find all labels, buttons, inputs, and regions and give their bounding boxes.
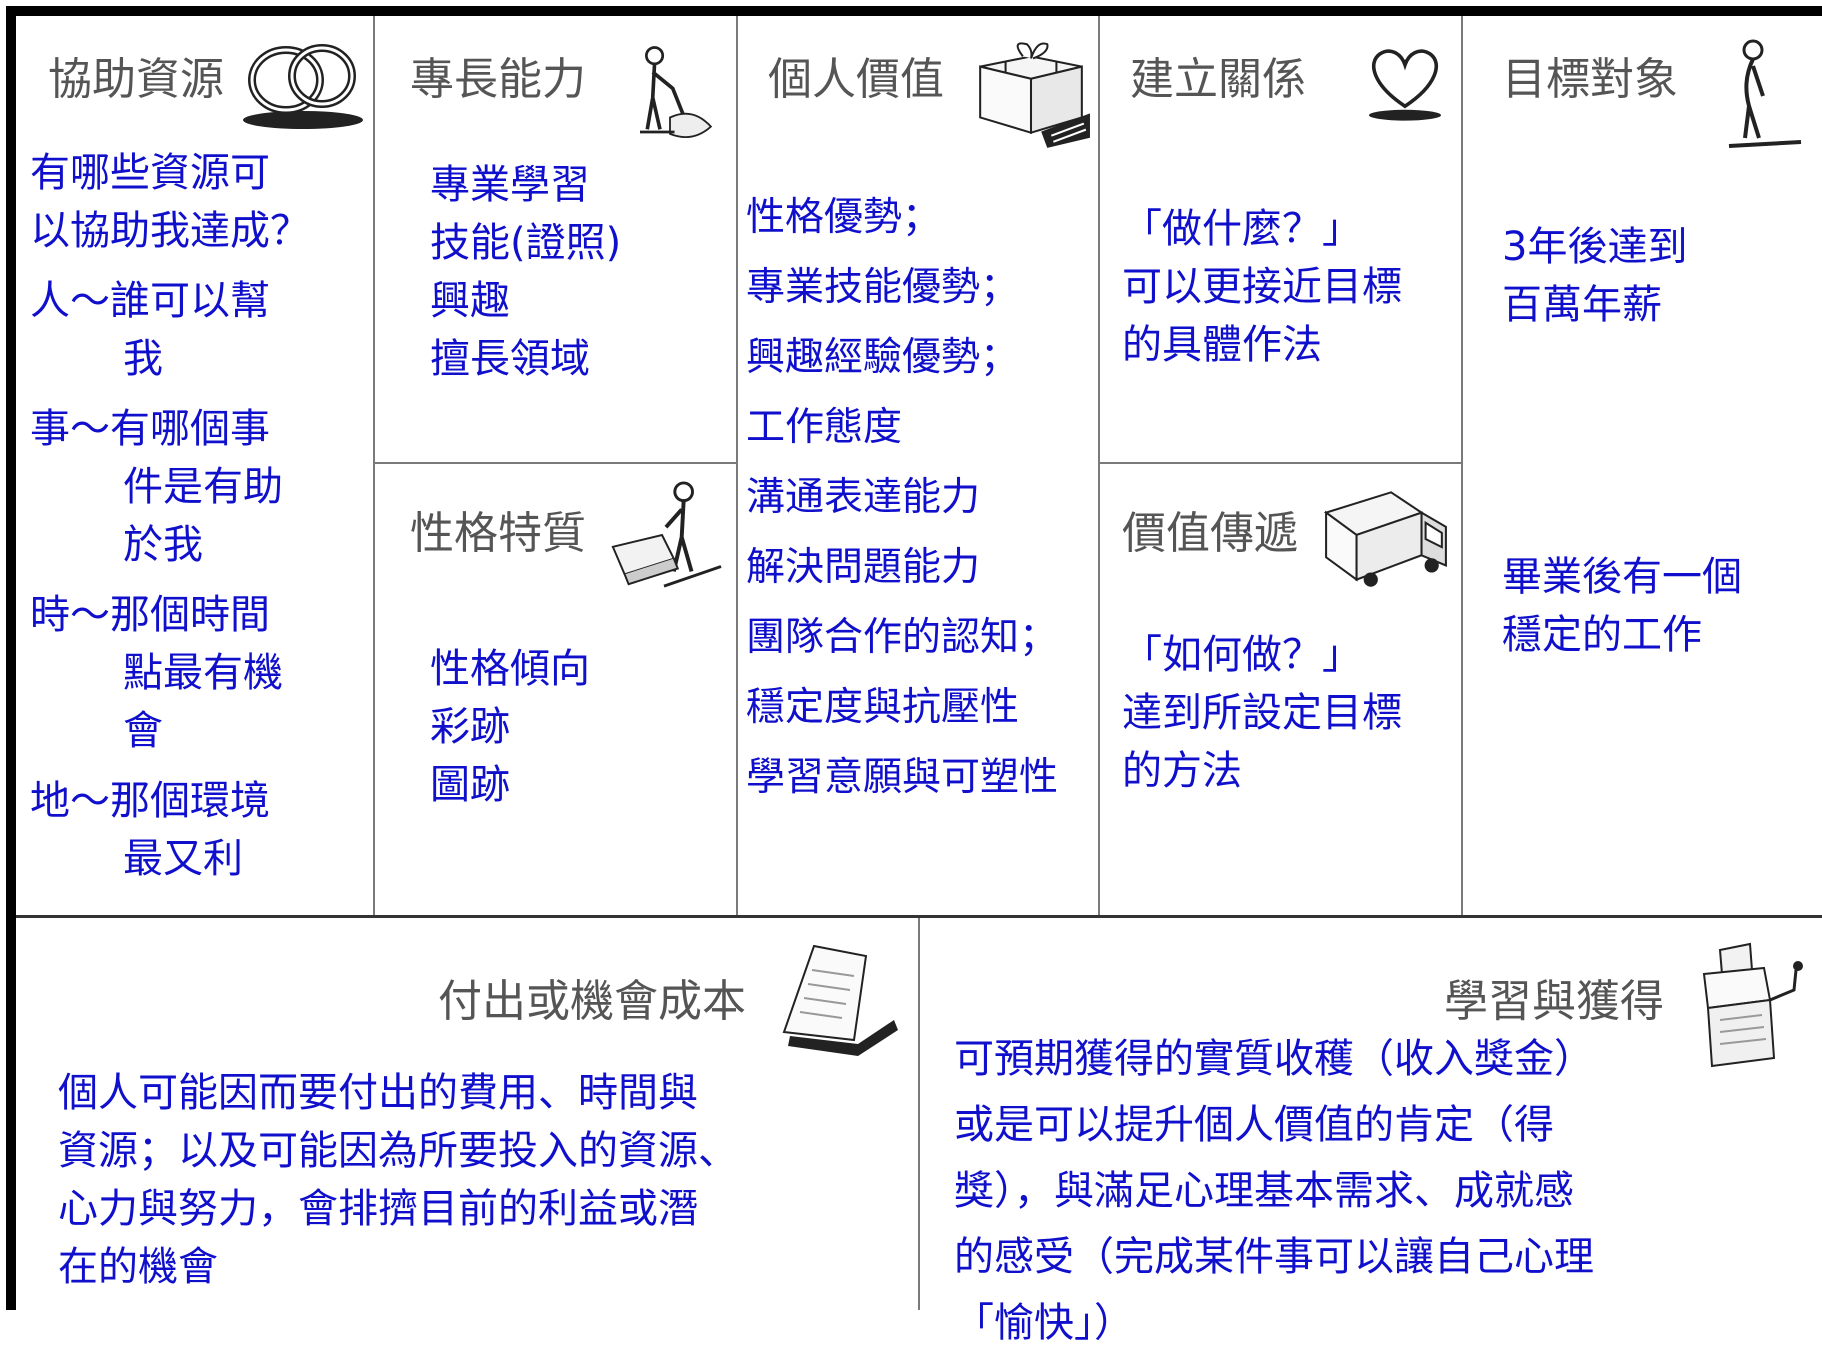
- list-item: 性格傾向: [430, 646, 590, 692]
- divider: [1461, 16, 1463, 916]
- list-item: 彩跡: [430, 704, 510, 750]
- list-item: 專業技能優勢；: [746, 265, 1020, 310]
- key-activities-title: 專長能力: [410, 54, 586, 105]
- text-line: 3年後達到: [1502, 224, 1688, 270]
- divider: [16, 915, 1822, 918]
- channels-text: 「如何做？」 達到所設定目標 的方法: [1122, 626, 1402, 800]
- divider: [736, 16, 738, 916]
- text-line: 地～那個環境: [30, 778, 270, 824]
- list-item: 工作態度: [746, 405, 903, 450]
- text-line: 穩定的工作: [1502, 612, 1702, 658]
- cost-title: 付出或機會成本: [438, 976, 746, 1027]
- revenue-text: 可預期獲得的實質收穫（收入獎金） 或是可以提升個人價值的肯定（得 獎），與滿足心…: [954, 1026, 1594, 1356]
- person-with-cart-icon: [611, 481, 722, 588]
- list-item: 圖跡: [430, 762, 510, 808]
- list-item: 技能(證照): [430, 220, 622, 266]
- key-resources-title: 協助資源: [48, 54, 224, 105]
- text-line: 獎），與滿足心理基本需求、成就感: [954, 1168, 1574, 1214]
- customer-segments-title: 目標對象: [1502, 54, 1678, 105]
- text-line: 點最有機: [123, 650, 283, 696]
- key-resources-text: 有哪些資源可 以協助我達成？ 人～誰可以幫 我 事～有哪個事 件是有助 於我 時…: [30, 144, 310, 888]
- text-line: 事～有哪個事: [30, 406, 270, 452]
- list-item: 穩定度與抗壓性: [746, 685, 1020, 730]
- list-item: 解決問題能力: [746, 545, 981, 590]
- document-pages-icon: [782, 944, 898, 1056]
- cash-register-icon: [1702, 942, 1803, 1068]
- text-line: 最又利: [123, 836, 243, 882]
- text-line: 有哪些資源可: [30, 150, 270, 196]
- divider: [918, 916, 920, 1310]
- text-line: 人～誰可以幫: [30, 278, 270, 324]
- text-line: 畢業後有一個: [1502, 554, 1742, 600]
- standing-person-icon: [1728, 39, 1802, 148]
- person-mopping-icon: [640, 46, 713, 139]
- channels-title: 價值傳遞: [1122, 508, 1298, 559]
- personality-title: 性格特質: [410, 508, 586, 559]
- text-line: 的方法: [1122, 748, 1242, 794]
- key-activities-list: 專業學習 技能(證照) 興趣 擅長領域: [430, 156, 621, 388]
- relationships-text: 「做什麼？」 可以更接近目標 的具體作法: [1122, 200, 1402, 374]
- list-item: 興趣: [430, 278, 510, 324]
- text-line: 百萬年薪: [1502, 282, 1662, 328]
- text-line: 「愉快」）: [954, 1300, 1134, 1346]
- text-line: 個人可能因而要付出的費用、時間與: [58, 1070, 698, 1116]
- text-line: 我: [123, 336, 163, 382]
- text-line: 可以更接近目標: [1122, 264, 1402, 310]
- cost-text: 個人可能因而要付出的費用、時間與 資源；以及可能因為所要投入的資源、 心力與努力…: [58, 1064, 738, 1296]
- text-line: 時～那個時間: [30, 592, 270, 638]
- list-item: 團隊合作的認知；: [746, 615, 1059, 660]
- text-line: 在的機會: [58, 1244, 218, 1290]
- list-item: 興趣經驗優勢；: [746, 335, 1020, 380]
- text-line: 以協助我達成？: [30, 208, 310, 254]
- text-line: 可預期獲得的實質收穫（收入獎金）: [954, 1036, 1594, 1082]
- text-line: 「如何做？」: [1122, 632, 1362, 678]
- divider: [373, 462, 736, 464]
- value-proposition-list: 性格優勢； 專業技能優勢； 興趣經驗優勢； 工作態度 溝通表達能力 解決問題能力…: [746, 183, 1058, 813]
- gift-box-icon: [979, 42, 1090, 148]
- linked-rings-icon: [243, 44, 363, 129]
- divider: [1098, 16, 1100, 916]
- text-line: 達到所設定目標: [1122, 690, 1402, 736]
- text-line: 於我: [123, 522, 203, 568]
- text-line: 「做什麼？」: [1122, 206, 1362, 252]
- canvas-frame: [6, 6, 1822, 1310]
- text-line: 的感受（完成某件事可以讓自己心理: [954, 1234, 1594, 1280]
- text-line: 的具體作法: [1122, 322, 1322, 368]
- personality-list: 性格傾向 彩跡 圖跡: [430, 640, 590, 814]
- customer-goal-2: 畢業後有一個 穩定的工作: [1502, 548, 1742, 664]
- heart-icon: [1369, 49, 1441, 121]
- delivery-truck-icon: [1323, 491, 1447, 587]
- list-item: 溝通表達能力: [746, 475, 981, 520]
- revenue-title: 學習與獲得: [1444, 976, 1664, 1027]
- relationships-title: 建立關係: [1130, 54, 1306, 105]
- text-line: 或是可以提升個人價值的肯定（得: [954, 1102, 1554, 1148]
- text-line: 心力與努力，會排擠目前的利益或潛: [58, 1186, 698, 1232]
- list-item: 學習意願與可塑性: [746, 755, 1059, 800]
- text-line: 會: [123, 708, 163, 754]
- text-line: 資源；以及可能因為所要投入的資源、: [58, 1128, 738, 1174]
- list-item: 性格優勢；: [746, 195, 942, 240]
- divider: [1098, 462, 1461, 464]
- list-item: 專業學習: [430, 162, 590, 208]
- customer-goal-1: 3年後達到 百萬年薪: [1502, 218, 1687, 334]
- divider: [373, 16, 375, 916]
- value-proposition-title: 個人價值: [768, 54, 944, 105]
- text-line: 件是有助: [123, 464, 283, 510]
- list-item: 擅長領域: [430, 336, 590, 382]
